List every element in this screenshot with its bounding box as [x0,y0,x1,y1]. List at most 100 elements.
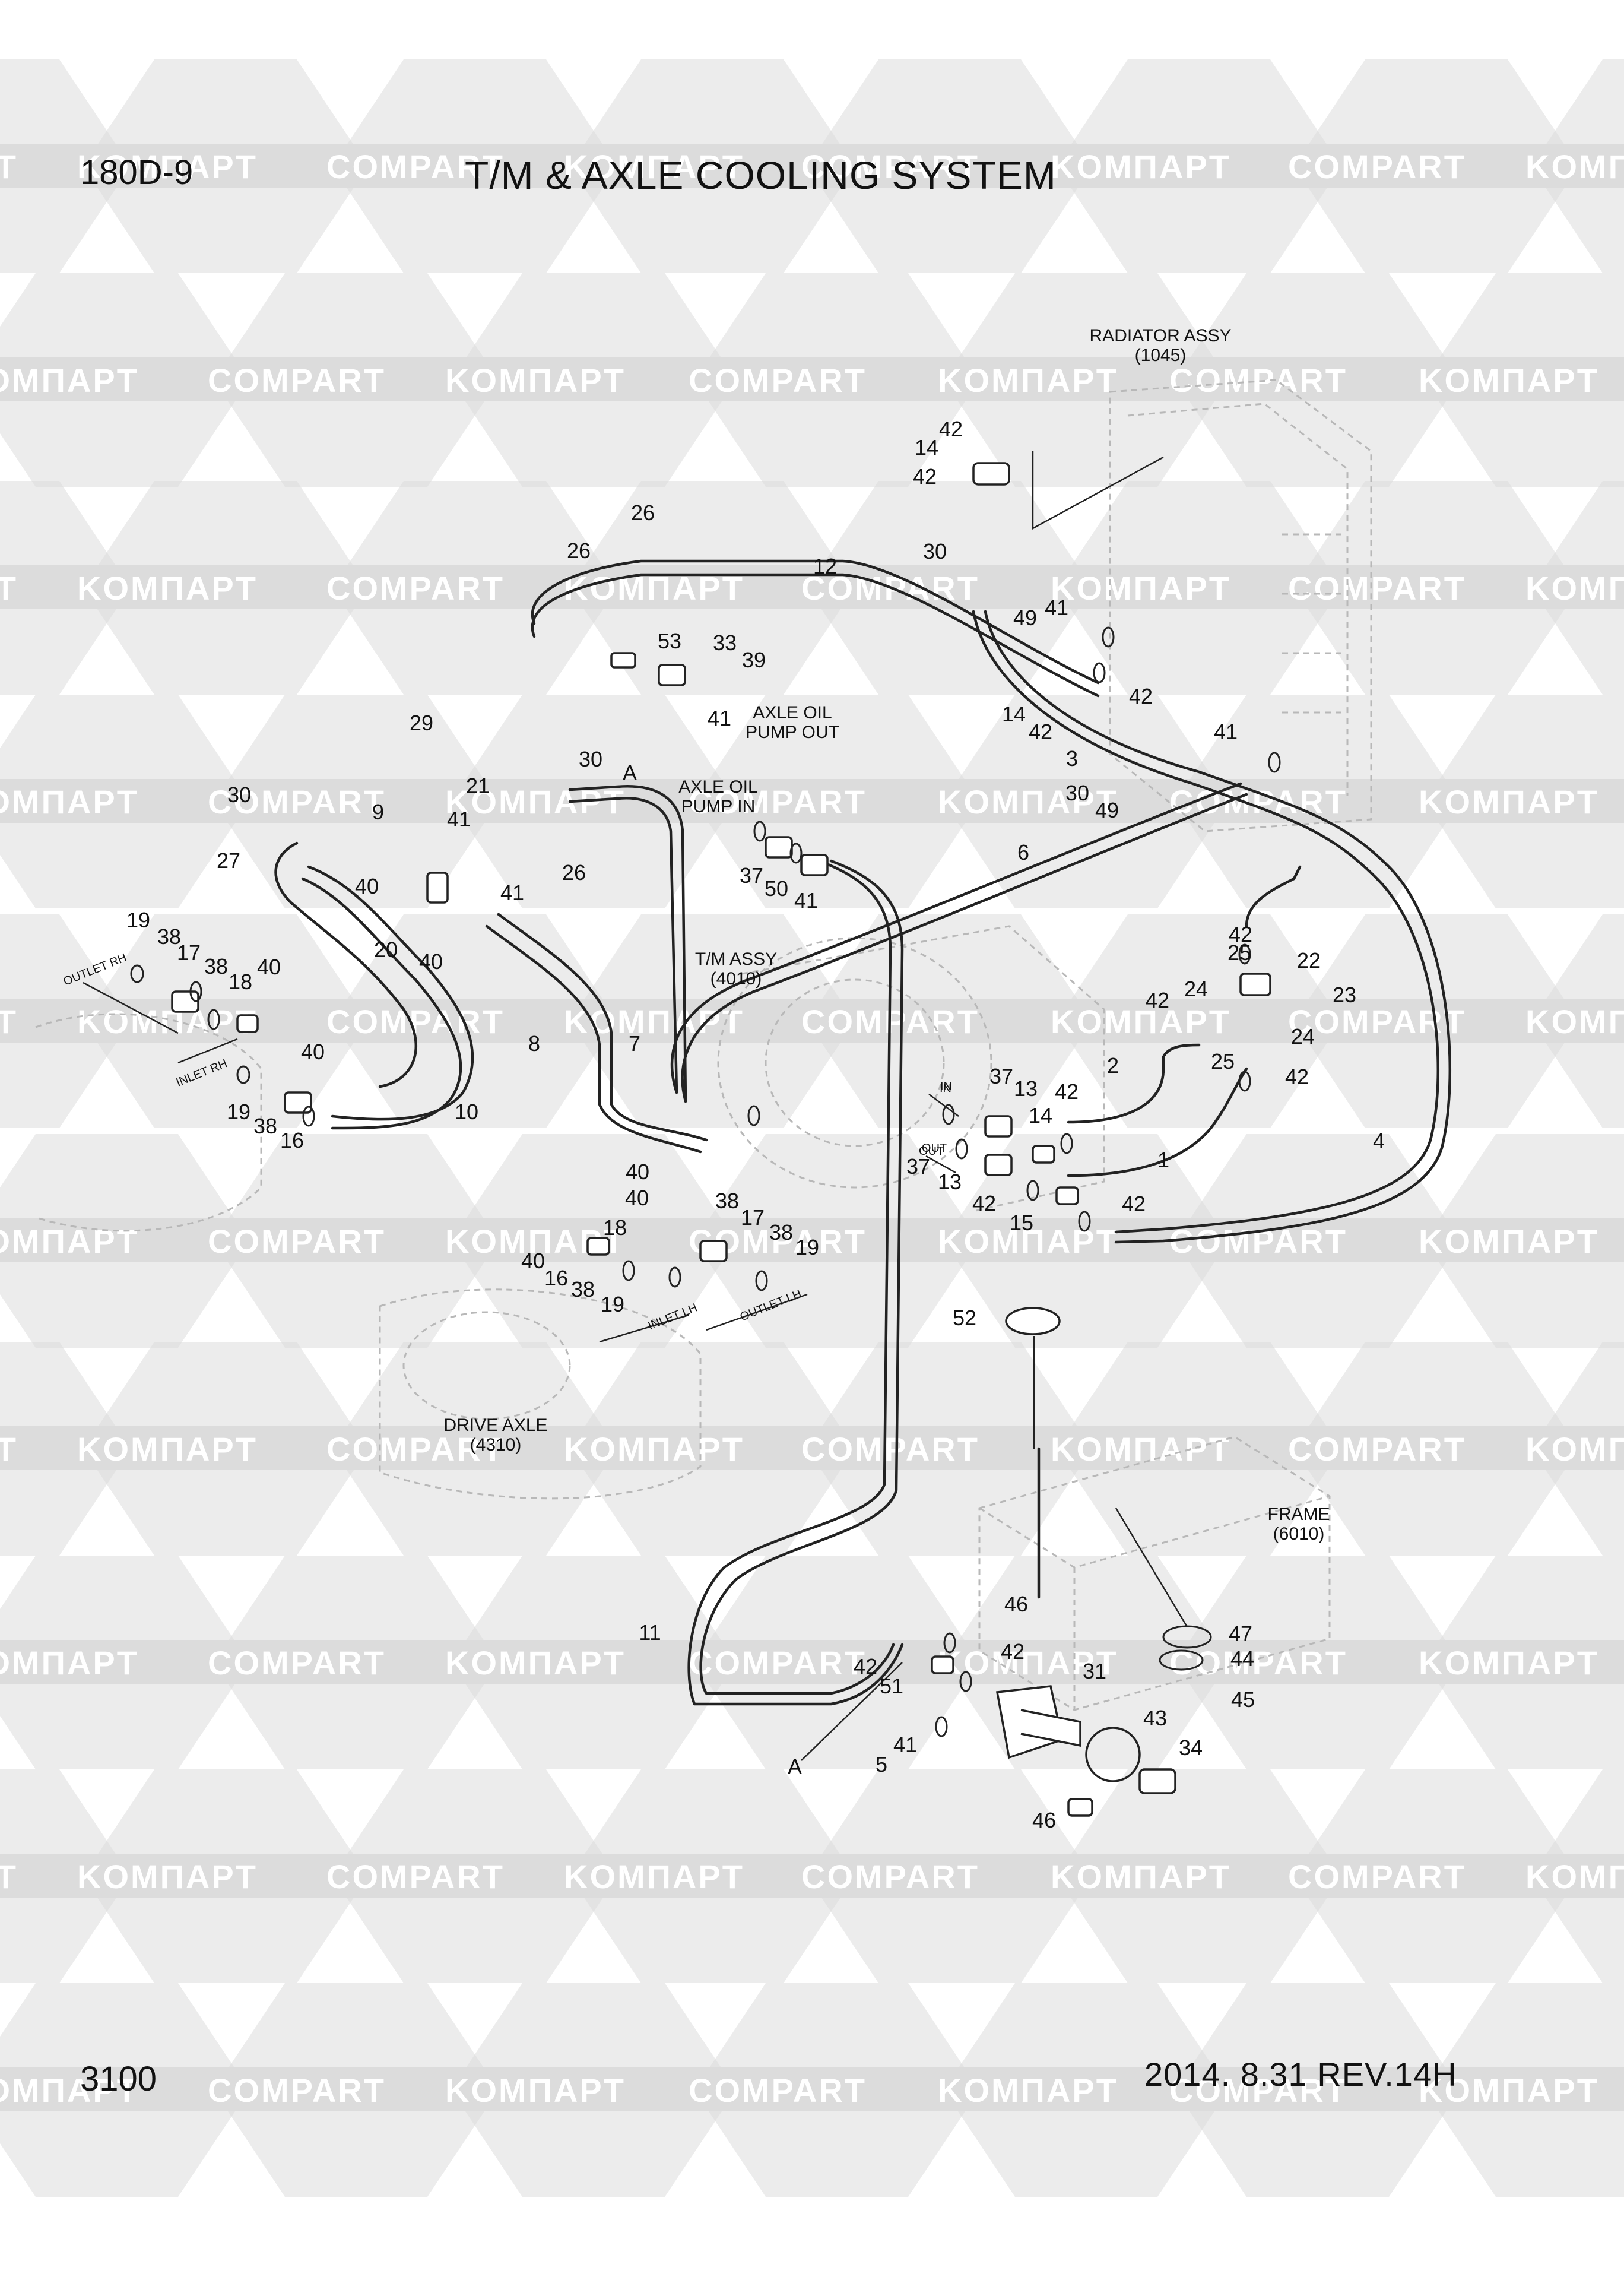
part-callout: 47 [1229,1622,1252,1646]
watermark-tile: KOMПAPT [1407,695,1624,908]
svg-text:PUMP OUT: PUMP OUT [746,723,839,742]
part-callout: 42 [1285,1065,1309,1089]
watermark-tile: KOMПAPT [1514,1342,1624,1556]
part-callout: 17 [741,1205,765,1230]
svg-text:COMPART: COMPART [689,1644,867,1682]
svg-text:COMPART: COMPART [208,362,386,399]
part-callout: 41 [708,706,731,730]
part-callout: 13 [938,1170,962,1194]
part-callout: 37 [989,1064,1013,1088]
svg-text:KOMПAPT: KOMПAPT [1419,2072,1599,2109]
part-callout: 25 [1211,1049,1235,1074]
pump-in-caption-line2: PUMP IN [681,797,755,816]
svg-text:COMPART: COMPART [689,783,867,821]
svg-text:KOMПAPT: KOMПAPT [1419,1644,1599,1682]
svg-text:T/M ASSY: T/M ASSY [695,949,777,969]
svg-text:KOMПAPT: KOMПAPT [1525,148,1624,185]
part-callout: 26 [567,539,591,563]
svg-text:(4010): (4010) [710,969,762,989]
svg-text:COMPART: COMPART [0,1003,18,1040]
port-brackets [83,451,1188,1761]
svg-text:KOMПAPT: KOMПAPT [1051,569,1231,607]
frame-caption-line1: FRAME [1268,1505,1330,1524]
pump-in-caption-line1: AXLE OIL [678,777,757,797]
part-callout: 17 [177,940,201,965]
svg-text:COMPART: COMPART [326,569,505,607]
part-callout: 38 [253,1114,277,1138]
svg-text:KOMПAPT: KOMПAPT [77,569,258,607]
svg-text:KOMПAPT: KOMПAPT [1525,1003,1624,1040]
part-callout: 41 [1045,596,1068,620]
part-callout: 44 [1230,1646,1254,1671]
part-callout: 4 [1373,1129,1385,1153]
svg-text:KOMПAPT: KOMПAPT [0,1223,139,1260]
part-callout: 24 [1291,1024,1315,1049]
part-callout: 40 [419,949,443,974]
part-callout: 42 [1122,1192,1146,1216]
dipstick [1005,1307,1061,1449]
part-callout: 26 [562,860,586,885]
part-callout: 42 [854,1654,877,1679]
part-callout: 33 [713,631,737,655]
svg-text:KOMПAPT: KOMПAPT [0,362,139,399]
tm-caption-line2: (4010) [710,969,762,989]
svg-text:KOMПAPT: KOMПAPT [1419,783,1599,821]
svg-text:KOMПAPT: KOMПAPT [938,362,1118,399]
part-callout: 41 [794,888,818,913]
part-callout: 42 [913,464,937,489]
frame-outline [978,1436,1331,1711]
part-callout: 40 [625,1186,649,1210]
svg-text:KOMПAPT: KOMПAPT [0,1644,139,1682]
svg-text:KOMПAPT: KOMПAPT [445,362,626,399]
svg-text:COMPART: COMPART [801,1858,979,1895]
part-callout: 52 [953,1306,976,1330]
watermark-tile: KOMПAPT [1514,59,1624,273]
part-callout: 20 [374,938,398,962]
drive-axle-caption-line1: DRIVE AXLE [443,1416,547,1435]
hose-lines [274,559,1451,1706]
svg-text:KOMПAPT: KOMПAPT [938,783,1118,821]
pump-out-caption-line2: PUMP OUT [746,723,839,742]
part-callout: 10 [455,1100,478,1124]
out-port-label: OUT [919,1145,944,1158]
part-callout: 14 [1029,1103,1052,1128]
svg-text:COMPART: COMPART [1288,1858,1466,1895]
watermark-tile: KOMПAPT [1407,1983,1624,2197]
part-callout: 38 [157,924,181,949]
model-number: 180D-9 [80,153,194,192]
svg-text:KOMПAPT: KOMПAPT [77,1858,258,1895]
watermark-tile: KOMПAPT [1039,59,1371,273]
radiator-caption-line1: RADIATOR ASSY [1090,326,1232,346]
watermark-tile: COMPART [1157,1134,1490,1348]
svg-text:FRAME: FRAME [1268,1505,1330,1524]
part-callout: 18 [603,1215,627,1240]
svg-text:COMPART: COMPART [208,2072,386,2109]
assembly-captions: RADIATOR ASSY (1045) AXLE OIL PUMP OUT A… [443,326,1330,1544]
part-callout: 27 [217,848,240,873]
part-callout: 11 [639,1620,661,1645]
part-callout: 22 [1297,948,1321,973]
part-callout: 2 [1107,1053,1119,1078]
part-callout: 16 [280,1128,304,1152]
part-callout: 12 [813,554,837,578]
watermark-layer: COMPARTKOMПAPTCOMPARTKOMПAPTCOMPARTKOMПA… [0,59,1624,2197]
svg-text:KOMПAPT: KOMПAPT [77,1003,258,1040]
svg-text:KOMПAPT: KOMПAPT [445,1644,626,1682]
watermark-tile: KOMПAPT [65,914,398,1128]
watermark-tile: COMPART [315,59,647,273]
pump-flange [995,1685,1141,1782]
part-callout: 41 [447,807,471,831]
svg-text:AXLE OIL: AXLE OIL [753,703,832,723]
watermark-tile: COMPART [315,1342,647,1556]
svg-text:RADIATOR ASSY: RADIATOR ASSY [1090,326,1232,346]
part-callout: 40 [355,874,379,898]
part-callout: 30 [227,783,251,807]
part-callout: 30 [1065,781,1089,805]
part-callout: 26 [631,501,655,525]
svg-text:COMPART: COMPART [1288,569,1466,607]
part-callout: 38 [769,1220,793,1244]
watermark-tile: COMPART [789,59,1122,273]
part-callout: IN [940,1080,952,1093]
svg-text:KOMПAPT: KOMПAPT [1525,1430,1624,1468]
